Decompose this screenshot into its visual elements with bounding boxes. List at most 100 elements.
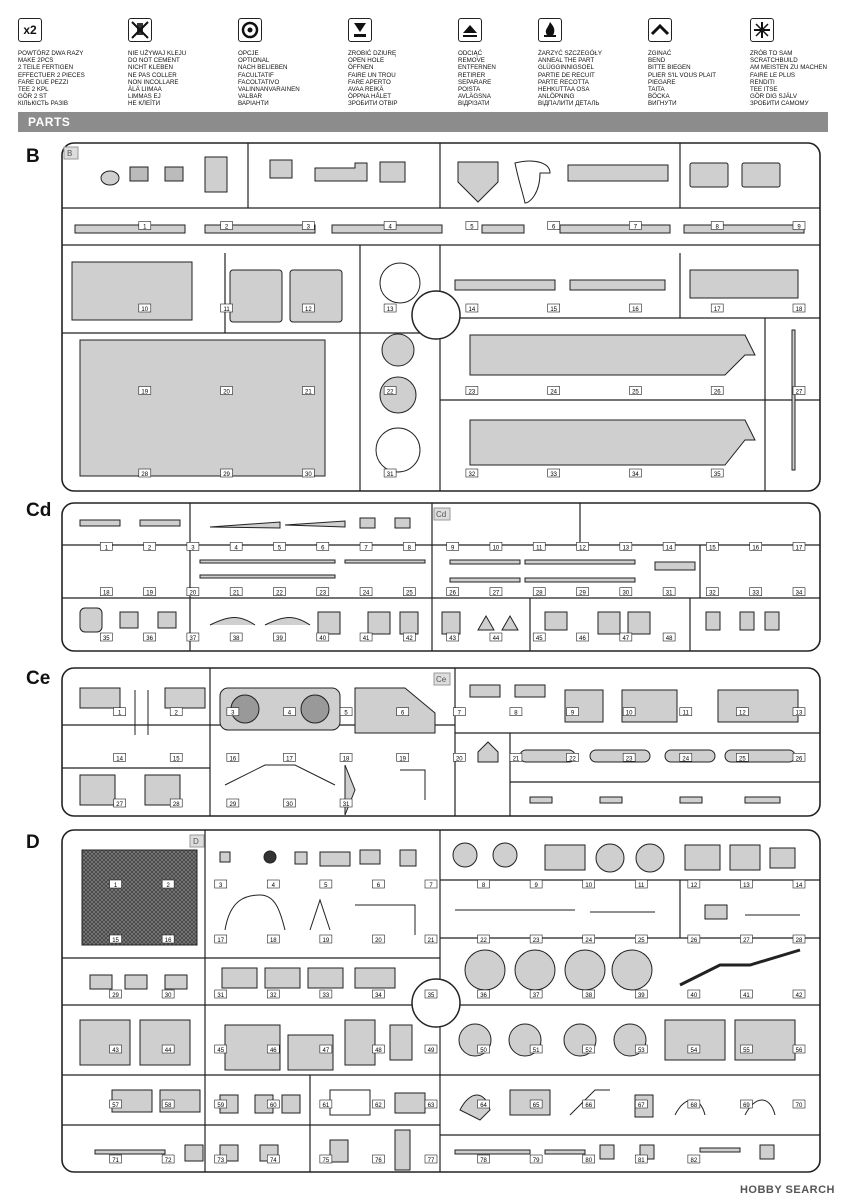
part-number-tag: 51 <box>529 1044 543 1054</box>
part-number-tag: 65 <box>529 1099 543 1109</box>
part-number-tag: 23 <box>529 934 543 944</box>
part-number-tag: 16 <box>161 934 175 944</box>
part-number: 19 <box>323 938 330 944</box>
part-number: 15 <box>173 756 180 762</box>
part-number: 76 <box>375 1158 382 1164</box>
part-number-tag: 33 <box>547 468 560 478</box>
part-number-tag: 24 <box>547 386 560 396</box>
part-number-tag: 23 <box>316 587 330 597</box>
sprue-tags: B Cd Ce D <box>63 146 451 848</box>
part-number: 30 <box>165 993 172 999</box>
part-number: 33 <box>323 993 330 999</box>
part-number: 23 <box>626 756 633 762</box>
part-number: 6 <box>552 225 556 231</box>
part-number: 6 <box>377 883 381 889</box>
part-number: 34 <box>796 591 803 597</box>
part-number-tag: 48 <box>662 632 676 642</box>
part-number-tag: 78 <box>477 1154 490 1164</box>
part-number: 8 <box>514 711 518 717</box>
part-number-tag: 8 <box>403 542 416 551</box>
sprue-parts <box>79 684 799 816</box>
sprue-tag-cd: Cd <box>436 510 446 519</box>
part-number: 40 <box>319 636 326 642</box>
part-number-tag: 3 <box>214 879 228 889</box>
part-number: 63 <box>428 1103 435 1109</box>
part-number-tag: 20 <box>453 753 466 762</box>
sprue-tag-d: D <box>193 837 199 846</box>
part-number: 8 <box>408 545 412 551</box>
legend-item-no-cement: NIE UŻYWAJ KLEJU DO NOT CEMENT NICHT KLE… <box>128 18 238 108</box>
part-number-tag: 59 <box>214 1099 228 1109</box>
part-number: 18 <box>270 938 277 944</box>
part-number-tag: 22 <box>477 934 490 944</box>
part-number-tag: 36 <box>143 632 156 642</box>
part-number-tag: 20 <box>372 934 385 944</box>
part-number-tag: 21 <box>424 934 438 944</box>
part-number-tag: 43 <box>446 632 459 642</box>
part-number-tag: 58 <box>161 1099 175 1109</box>
part-number: 20 <box>375 938 382 944</box>
part-number-tag: 25 <box>629 386 642 396</box>
part-number-tag: 13 <box>619 542 633 551</box>
part-number-tag: 30 <box>302 468 315 478</box>
sprue-label-b: B <box>26 146 40 167</box>
part-number-tag: 26 <box>710 386 724 396</box>
legend-text: POWTÓRZ DWA RAZY MAKE 2pcs 2 TEILE FERTI… <box>18 50 85 108</box>
part-number: 17 <box>286 756 293 762</box>
part-number: 80 <box>585 1158 592 1164</box>
sprue-runners <box>62 143 820 491</box>
part-number-tag: 18 <box>99 587 113 597</box>
part-number: 44 <box>493 636 500 642</box>
part-number-tag: 39 <box>273 632 286 642</box>
part-number: 19 <box>141 390 148 396</box>
part-number-tag: 2 <box>161 879 175 889</box>
x2-icon: x2 <box>18 18 42 42</box>
part-number-tag: 74 <box>266 1154 280 1164</box>
part-number: 31 <box>343 802 350 808</box>
part-number-tag: 32 <box>266 989 280 999</box>
sprue-cd <box>61 502 821 652</box>
part-number-tag: 35 <box>710 468 724 478</box>
part-number: 11 <box>683 711 690 717</box>
part-number: 36 <box>480 993 487 999</box>
part-number: 30 <box>622 591 629 597</box>
part-number: 64 <box>480 1103 487 1109</box>
part-number: 6 <box>401 711 405 717</box>
part-number: 28 <box>141 472 148 478</box>
part-number-tag: 34 <box>629 468 642 478</box>
part-number: 24 <box>682 756 689 762</box>
part-number: 41 <box>363 636 370 642</box>
part-number-tag: 22 <box>383 386 397 396</box>
part-number: 14 <box>796 883 803 889</box>
part-number: 74 <box>270 1158 277 1164</box>
part-number: 34 <box>632 472 639 478</box>
part-number: 12 <box>691 883 698 889</box>
part-number-tag: 29 <box>226 798 240 808</box>
part-number-tag: 37 <box>186 632 200 642</box>
part-number-tag: 20 <box>186 587 200 597</box>
part-number: 27 <box>116 802 123 808</box>
part-number-tag: 42 <box>403 632 416 642</box>
legend-text: ODCIĄĆ REMOVE ENTFERNEN RETIRER SEPARARE… <box>458 50 496 108</box>
part-number-tag: 9 <box>792 221 806 231</box>
part-number: 32 <box>270 993 277 999</box>
part-number-tag: 23 <box>622 753 636 762</box>
part-number: 32 <box>469 472 476 478</box>
part-number-tag: 21 <box>229 587 243 597</box>
part-number-tag: 44 <box>161 1044 175 1054</box>
part-number: 30 <box>305 472 312 478</box>
part-number: 20 <box>223 390 230 396</box>
part-number-tag: 15 <box>169 753 183 762</box>
part-number-tag: 49 <box>424 1044 438 1054</box>
part-number-tag: 32 <box>465 468 479 478</box>
part-number-tag: 13 <box>740 879 753 889</box>
part-number-tag: 10 <box>489 542 503 551</box>
part-number-tag: 42 <box>792 989 806 999</box>
part-number: 17 <box>796 545 803 551</box>
part-number: 4 <box>388 225 392 231</box>
part-number-tag: 18 <box>339 753 353 762</box>
part-number: 45 <box>217 1048 224 1054</box>
part-number-tag: 11 <box>634 879 648 889</box>
